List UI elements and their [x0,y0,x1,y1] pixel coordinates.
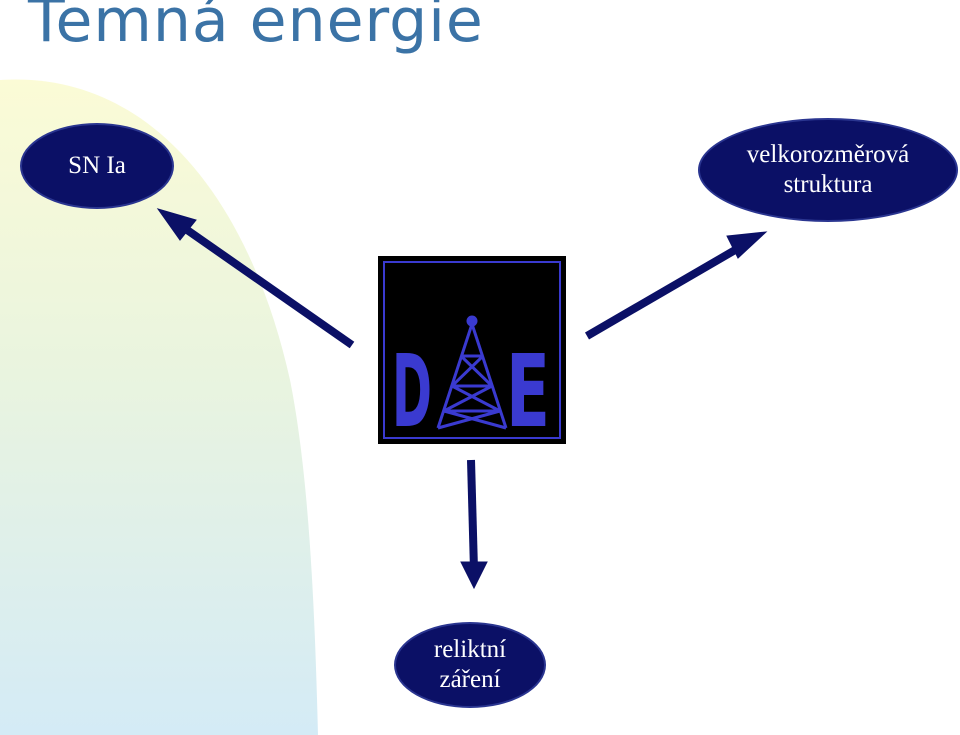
arrow-head-cmb [460,561,488,590]
logo-letter-d: D [392,333,432,444]
slide-title: Temná energie [28,0,484,56]
large-scale-label-line1: velkorozměrová [746,141,910,168]
large-scale-structure-node: velkorozměrová struktura [698,118,958,222]
radio-tower-icon [436,315,508,430]
sn-ia-label: SN Ia [68,152,126,179]
dae-logo: D E [378,256,566,444]
arrow-to-cmb [467,459,478,571]
logo-letter-e: E [506,333,550,444]
arrow-head-sn-ia [156,208,197,241]
arrow-head-large-scale [726,231,768,259]
large-scale-label-line2: struktura [783,171,873,198]
sn-ia-node: SN Ia [20,123,174,209]
cmb-node: reliktní záření [394,622,546,708]
cmb-label-line2: záření [439,666,501,693]
arrow-to-large-scale-structure [584,242,745,340]
cmb-label-line1: reliktní [433,636,507,663]
arrow-to-sn-ia [177,221,355,349]
